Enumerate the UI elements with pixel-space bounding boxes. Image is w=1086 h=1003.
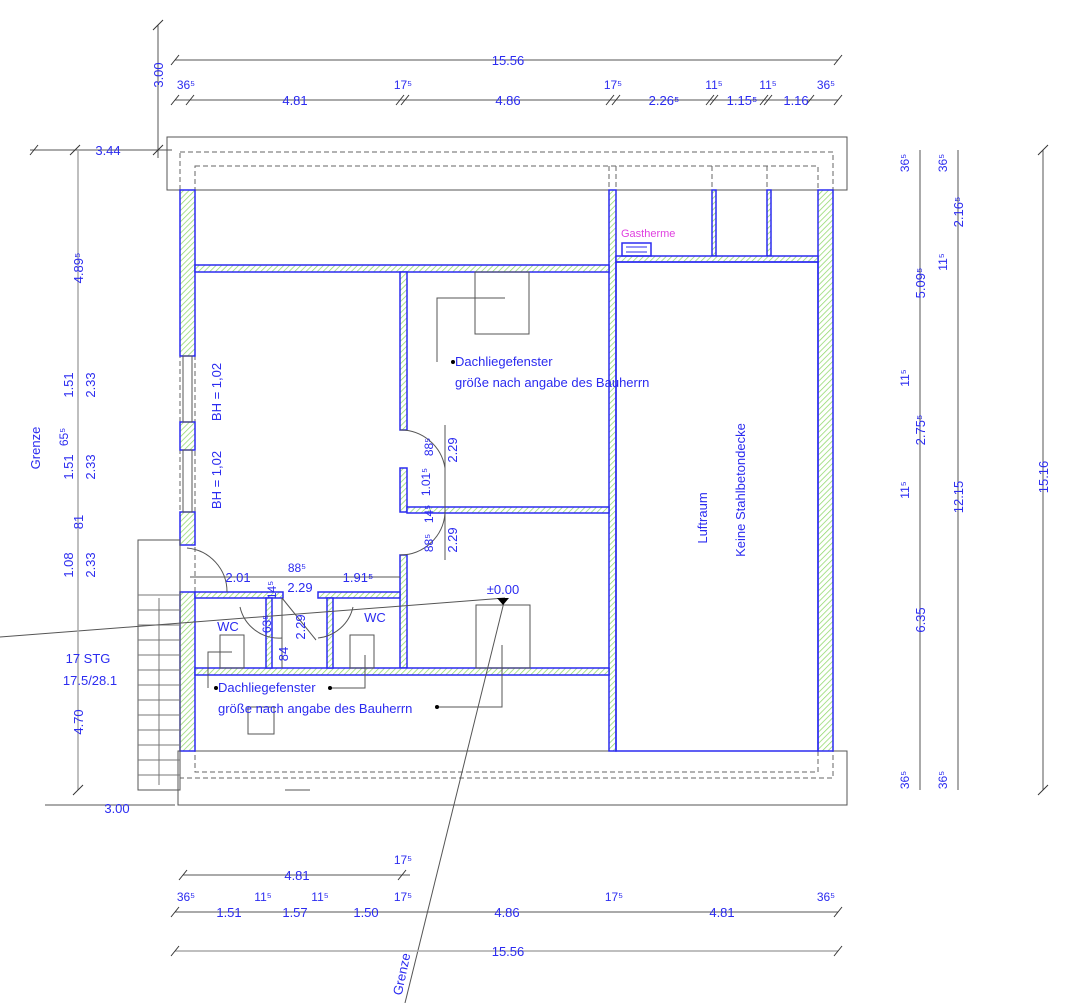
dim-roof-overhang: 3.00 bbox=[151, 62, 166, 87]
dim-label: 36⁵ bbox=[936, 771, 950, 789]
dim-segment: 1.15⁵ bbox=[727, 93, 758, 108]
window-sill-height: BH = 1,02 bbox=[209, 363, 224, 421]
dimension-lines bbox=[29, 19, 1049, 957]
stair-count: 17 STG bbox=[66, 651, 111, 666]
dim-label: 2.29 bbox=[445, 437, 460, 462]
dim-label: 2.33 bbox=[83, 372, 98, 397]
dim-label: 11⁵ bbox=[254, 890, 271, 904]
dim-label: 4.89⁵ bbox=[71, 253, 86, 284]
level-marker: ±0.00 bbox=[487, 582, 519, 597]
void-label: Luftraum bbox=[695, 492, 710, 543]
doors-and-fixtures bbox=[0, 242, 652, 1003]
dim-label: 12.15 bbox=[951, 481, 966, 514]
dim-segment: 4.81 bbox=[282, 93, 307, 108]
skylight-label: Dachliegefenster bbox=[218, 680, 316, 695]
dim-label: 14⁵ bbox=[422, 505, 436, 523]
dim-label: 36⁵ bbox=[936, 154, 950, 172]
wc-label: WC bbox=[364, 610, 386, 625]
dim-label: 1.57 bbox=[282, 905, 307, 920]
boundary-label: Grenze bbox=[390, 952, 414, 997]
dim-label: 4.86 bbox=[494, 905, 519, 920]
dim-label: 17⁵ bbox=[394, 890, 412, 904]
dim-label: 63⁵ bbox=[260, 615, 274, 633]
dim-segment: 36⁵ bbox=[817, 78, 835, 92]
dim-label: 2.29 bbox=[287, 580, 312, 595]
dim-label: 2.16⁵ bbox=[951, 197, 966, 228]
dim-segment: 1.16 bbox=[783, 93, 808, 108]
skylight-label: Dachliegefenster bbox=[455, 354, 553, 369]
dim-label: 36⁵ bbox=[898, 771, 912, 789]
skylight-note: größe nach angabe des Bauherrn bbox=[218, 701, 412, 716]
dim-label: 2.33 bbox=[83, 552, 98, 577]
dim-label: 36⁵ bbox=[898, 154, 912, 172]
dim-label: 2.01 bbox=[225, 570, 250, 585]
stair-treads bbox=[138, 594, 180, 785]
dim-label: 65⁵ bbox=[57, 428, 71, 446]
dim-label: 2.29 bbox=[293, 614, 308, 639]
dim-segment: 2.26⁵ bbox=[649, 93, 680, 108]
window-sill-height: BH = 1,02 bbox=[209, 451, 224, 509]
dim-label: 1.51 bbox=[216, 905, 241, 920]
dim-label: 1.51 bbox=[61, 454, 76, 479]
dim-label: 11⁵ bbox=[898, 369, 912, 386]
dim-label: 84 bbox=[276, 647, 291, 661]
gastherme-label: Gastherme bbox=[621, 228, 675, 240]
dim-label: 11⁵ bbox=[311, 890, 328, 904]
stair-ratio: 17.5/28.1 bbox=[63, 673, 117, 688]
dim-label: 2.33 bbox=[83, 454, 98, 479]
right-dimensions: 36⁵ 5.09⁵ 11⁵ 2.75⁵ 11⁵ 6.35 36⁵ 36⁵ 2.1… bbox=[898, 154, 1051, 789]
dim-label: 14⁵ bbox=[265, 581, 279, 599]
dim-total-width: 15.56 bbox=[492, 53, 525, 68]
walls bbox=[179, 189, 834, 752]
dim-label: 6.35 bbox=[913, 607, 928, 632]
dim-total-width: 15.56 bbox=[492, 944, 525, 959]
dim-label: 17⁵ bbox=[605, 890, 623, 904]
door-dimensions: 88⁵ 2.29 1.01⁵ 14⁵ 88⁵ 2.29 2.01 88⁵ 2.2… bbox=[225, 437, 460, 661]
dim-segment: 17⁵ bbox=[394, 78, 412, 92]
dim-label: 1.51 bbox=[61, 372, 76, 397]
dim-bottom-offset: 3.00 bbox=[104, 801, 129, 816]
dim-segment: 11⁵ bbox=[759, 78, 776, 92]
dim-label: 1.08 bbox=[61, 552, 76, 577]
gastherme-icon bbox=[621, 242, 652, 257]
boundary-label: Grenze bbox=[28, 427, 43, 470]
dim-label: 1.01⁵ bbox=[419, 468, 433, 496]
dim-label: 1.91⁵ bbox=[343, 570, 374, 585]
dim-label: 88⁵ bbox=[288, 561, 306, 575]
dim-label: 36⁵ bbox=[817, 890, 835, 904]
dim-label: 36⁵ bbox=[177, 890, 195, 904]
dim-label: 4.70 bbox=[71, 709, 86, 734]
skylight-note: größe nach angabe des Bauherrn bbox=[455, 375, 649, 390]
dim-label: 4.81 bbox=[284, 868, 309, 883]
dim-label: 11⁵ bbox=[898, 481, 912, 498]
top-dimensions: 15.56 3.00 3.44 36⁵ 4.81 17⁵ 4.86 17⁵ 2.… bbox=[95, 53, 835, 158]
room-labels: Gastherme Dachliegefenster größe nach an… bbox=[209, 228, 748, 716]
dim-left-offset: 3.44 bbox=[95, 143, 120, 158]
dim-label: 88⁵ bbox=[422, 534, 436, 552]
dim-segment: 36⁵ bbox=[177, 78, 195, 92]
dim-segment: 11⁵ bbox=[705, 78, 722, 92]
dim-label: 2.29 bbox=[445, 527, 460, 552]
dim-label: 88⁵ bbox=[422, 438, 436, 456]
dim-label: 2.75⁵ bbox=[913, 415, 928, 446]
wc-label: WC bbox=[217, 619, 239, 634]
dim-segment: 4.86 bbox=[495, 93, 520, 108]
dim-segment: 17⁵ bbox=[604, 78, 622, 92]
dim-label: 4.81 bbox=[709, 905, 734, 920]
dim-label: 1.50 bbox=[353, 905, 378, 920]
void-note: Keine Stahlbetondecke bbox=[733, 423, 748, 557]
dim-label: 11⁵ bbox=[936, 253, 950, 270]
left-dimensions: 4.89⁵ 1.51 2.33 65⁵ 1.51 2.33 81 1.08 2.… bbox=[28, 253, 130, 816]
dim-label: 81 bbox=[71, 515, 86, 529]
dim-label: 17⁵ bbox=[394, 853, 412, 867]
dim-label: 5.09⁵ bbox=[913, 268, 928, 299]
dim-total-height: 15.16 bbox=[1036, 461, 1051, 494]
bottom-dimensions: 4.81 17⁵ 36⁵ 1.51 11⁵ 1.57 11⁵ 1.50 17⁵ … bbox=[177, 853, 835, 996]
